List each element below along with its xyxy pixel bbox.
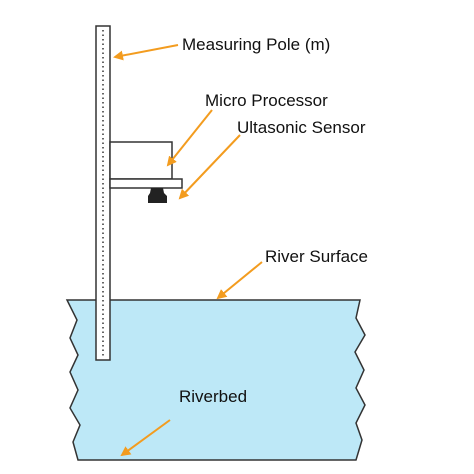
label-river-surface: River Surface bbox=[265, 247, 368, 266]
label-measuring-pole: Measuring Pole (m) bbox=[182, 35, 330, 54]
mounting-plate bbox=[109, 178, 183, 189]
ultrasonic-sensor bbox=[148, 188, 167, 203]
label-micro-processor: Micro Processor bbox=[205, 91, 328, 110]
arrow-measuring-pole bbox=[113, 44, 179, 61]
arrow-riverbed bbox=[120, 419, 171, 457]
river-water-body bbox=[65, 299, 366, 461]
label-riverbed: Riverbed bbox=[179, 387, 247, 406]
arrow-micro-processor bbox=[166, 109, 213, 167]
arrow-river-surface bbox=[216, 261, 263, 300]
micro-processor-box bbox=[109, 141, 173, 180]
label-ultrasonic-sensor: Ultasonic Sensor bbox=[237, 118, 366, 137]
arrow-ultrasonic-sensor bbox=[178, 134, 241, 200]
